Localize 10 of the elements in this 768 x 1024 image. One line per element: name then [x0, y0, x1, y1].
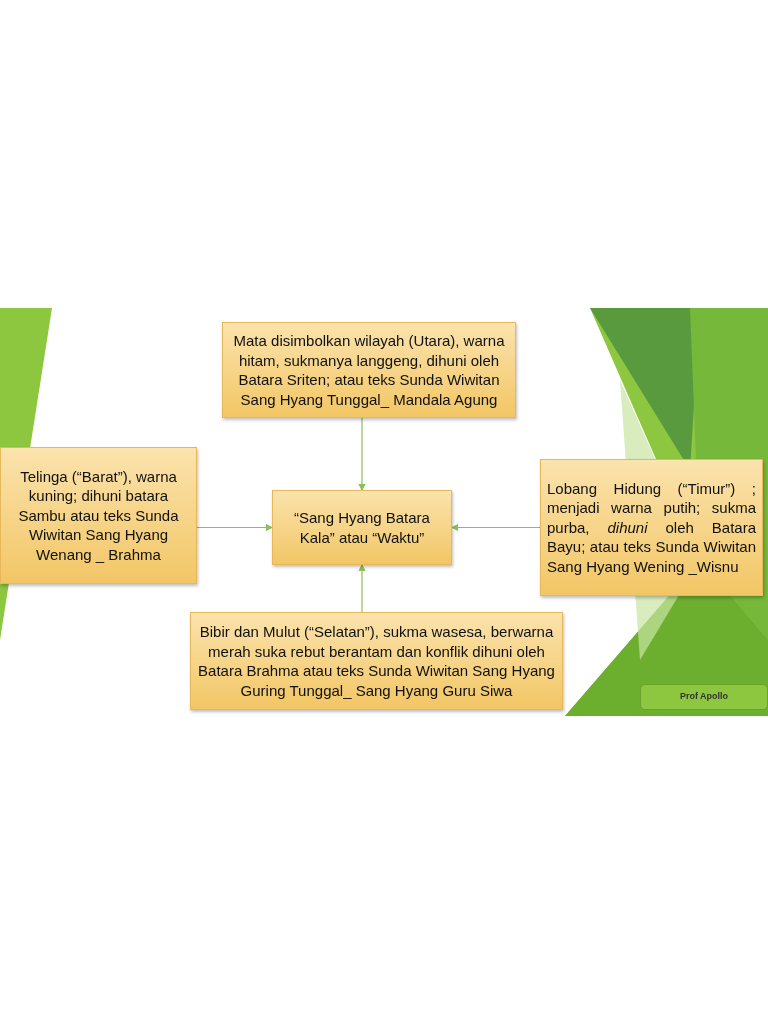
text-box: Mata disimbolkan wilayah (Utara), warna hitam, sukmanya langgeng, dihuni oleh Batara Sriten; atau teks Sunda Wiwitan Sang Hyang Tunggal_ Mandala Agung — [222, 322, 516, 418]
author-tag: Prof Apollo — [640, 684, 768, 710]
arrow — [358, 563, 366, 613]
center-box: “Sang Hyang Batara Kala” atau “Waktu” — [272, 490, 452, 565]
arrow — [196, 523, 274, 532]
arrow — [450, 523, 541, 532]
text-box: Telinga (“Barat”), warna kuning; dihuni batara Sambu atau teks Sunda Wiwitan Sang Hyang Wenang _ Brahma — [0, 447, 197, 584]
arrow — [358, 417, 366, 492]
text-box: Bibir dan Mulut (“Selatan”), sukma wasesa, berwarna merah suka rebut berantam dan konflik dihuni oleh Batara Brahma atau teks Sunda Wiwitan Sang Hyang Guring Tunggal_ Sang Hyang Guru Siwa — [190, 612, 563, 710]
text-box: Lobang Hidung (“Timur”) ; menjadi warna putih; sukma purba, dihuni oleh Batara Bayu; atau teks Sunda Wiwitan Sang Hyang Wening _Wisnu — [540, 459, 763, 596]
